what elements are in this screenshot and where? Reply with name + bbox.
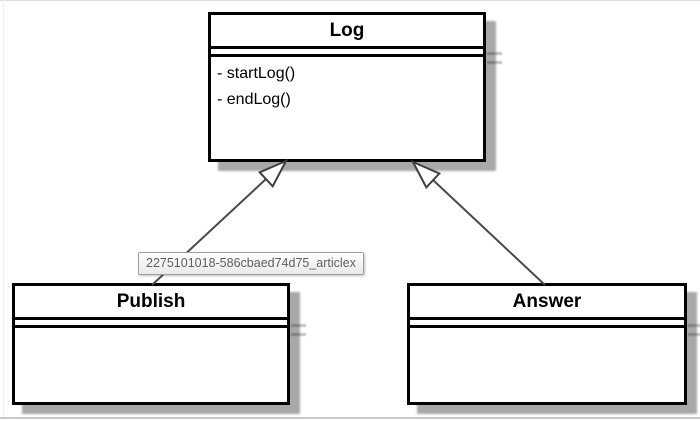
image-filename-tooltip: 2275101018-586cbaed74d75_articlex [138, 252, 364, 275]
publish-separator-shadow-2 [291, 333, 306, 336]
page-left-border [3, 0, 4, 417]
answer-separator-shadow-2 [688, 333, 700, 336]
class-box-log: Log - startLog() - endLog() [208, 12, 486, 162]
inheritance-arrowhead-answer-to-log [410, 159, 441, 190]
method-endlog: - endLog() [217, 91, 291, 108]
class-title-publish: Publish [15, 286, 287, 320]
answer-separator-shadow-1 [688, 324, 700, 327]
class-attributes-publish [15, 320, 287, 328]
class-title-answer: Answer [410, 286, 684, 320]
inheritance-line-answer-to-log [432, 179, 546, 286]
log-separator-shadow-1 [487, 52, 502, 55]
class-attributes-log [211, 49, 483, 57]
class-methods-log: - startLog() - endLog() [211, 57, 483, 159]
inheritance-arrowhead-publish-to-log [258, 158, 289, 189]
page-bottom-border [0, 417, 700, 419]
class-attributes-answer [410, 320, 684, 328]
method-startlog: - startLog() [217, 65, 296, 82]
page-top-border [0, 0, 700, 1]
class-title-log: Log [211, 15, 483, 49]
class-methods-publish [15, 328, 287, 402]
class-methods-answer [410, 328, 684, 402]
publish-separator-shadow-1 [291, 324, 306, 327]
class-box-answer: Answer [407, 283, 687, 405]
class-box-publish: Publish [12, 283, 290, 405]
log-separator-shadow-2 [487, 61, 502, 64]
